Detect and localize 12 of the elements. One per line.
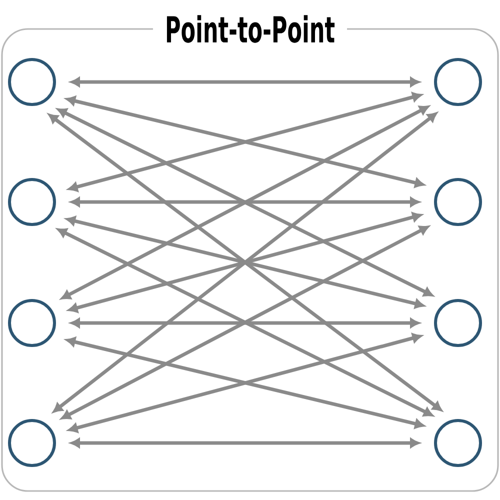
circle-node [8,58,56,106]
circle-node [8,419,56,467]
circle-node [434,419,482,467]
circle-node [434,178,482,226]
circle-node [8,178,56,226]
double-arrow [70,318,420,328]
double-arrow [70,197,420,207]
circle-node [434,58,482,106]
circle-node [434,299,482,347]
double-arrow [70,438,420,448]
double-arrow [70,77,420,87]
circle-node [8,299,56,347]
